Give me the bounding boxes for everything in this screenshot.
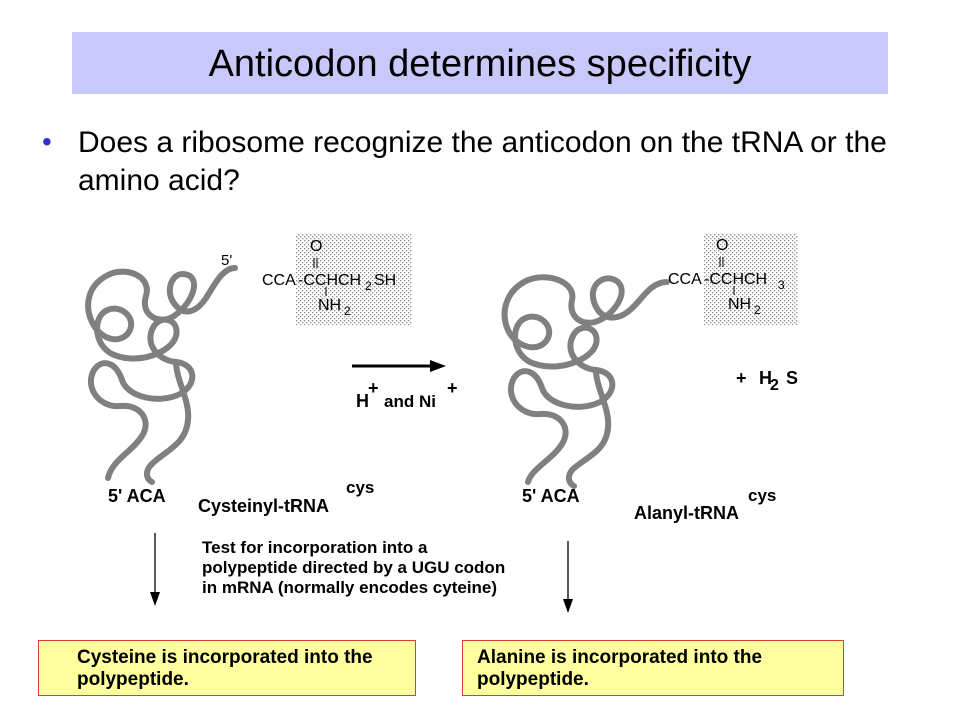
byproduct-s: S	[786, 368, 799, 388]
right-amine-label: NH	[728, 296, 752, 313]
byproduct-plus: +	[736, 368, 747, 388]
reaction-plus-1: +	[368, 378, 379, 398]
left-trna-strand-2	[143, 359, 192, 485]
result-box-right: Alanine is incorporated into the polypep…	[462, 640, 844, 696]
right-chain-subscript: 3	[778, 278, 785, 292]
reaction-plus-2: +	[447, 378, 458, 398]
right-trna-superscript: cys	[748, 486, 777, 505]
right-anticodon-label: 5' ACA	[522, 486, 580, 506]
result-box-left: Cysteine is incorporated into the polype…	[38, 640, 416, 696]
reaction-and-ni: and Ni	[384, 392, 436, 411]
right-chain-label: -CCHCH	[704, 271, 768, 288]
right-carbonyl-o: O	[716, 237, 729, 254]
result-left-text: Cysteine is incorporated into the polype…	[77, 647, 373, 690]
left-chain-label: -CCHCH	[298, 272, 362, 289]
byproduct-subscript: 2	[770, 377, 779, 394]
result-right-text: Alanine is incorporated into the polypep…	[477, 647, 763, 690]
right-aminoacid-box	[704, 233, 798, 325]
left-aminoacid-box	[296, 233, 412, 325]
left-trna-strand	[85, 265, 238, 481]
left-amine-subscript: 2	[344, 304, 351, 318]
left-carbonyl-o: O	[310, 238, 323, 255]
left-trna-name: Cysteinyl-tRNA	[198, 496, 330, 516]
right-trna-name: Alanyl-tRNA	[634, 503, 740, 523]
left-amine-label: NH	[318, 297, 342, 314]
byproduct-h: H	[759, 368, 772, 388]
right-trna-strand-2	[565, 367, 612, 489]
right-trna-strand	[501, 274, 670, 485]
left-cca-label: CCA	[262, 272, 296, 289]
bullet-text: Does a ribosome recognize the anticodon …	[78, 126, 887, 197]
right-cca-label: CCA	[668, 271, 702, 288]
bullet-dot: •	[42, 126, 52, 157]
left-anticodon-label: 5' ACA	[108, 486, 166, 506]
left-trna-superscript: cys	[346, 478, 375, 497]
reaction-h: H	[356, 391, 369, 411]
left-five-prime-label: 5'	[221, 252, 233, 269]
right-amine-subscript: 2	[754, 303, 761, 317]
slide-title: Anticodon determines specificity	[208, 43, 752, 85]
title-bar: Anticodon determines specificity	[72, 32, 888, 94]
left-sh-label: SH	[374, 272, 397, 289]
left-chain-subscript: 2	[365, 279, 372, 293]
test-description: Test for incorporation into a polypeptid…	[202, 538, 506, 597]
